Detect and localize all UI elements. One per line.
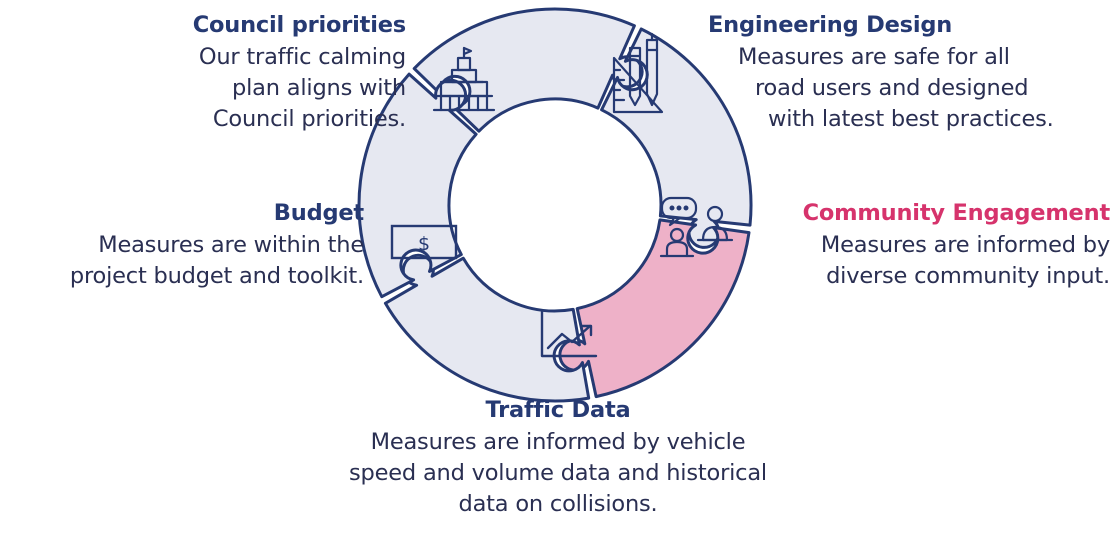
puzzle-piece-traffic (383, 253, 591, 403)
line-chart-icon (540, 310, 598, 358)
engineering-design-line-3: with latest best practices. (768, 106, 1054, 132)
council-priorities-line-2: plan aligns with (232, 75, 406, 101)
community-engagement-title: Community Engagement (802, 200, 1111, 226)
people-talking-icon (659, 196, 734, 258)
community-engagement-line-1: Measures are informed by (820, 232, 1110, 258)
engineering-design-title: Engineering Design (708, 12, 953, 38)
design-tools-icon (612, 32, 664, 114)
traffic-data-line-1: Measures are informed by vehicle (370, 429, 746, 455)
dollar-bill-icon: $ (390, 224, 458, 260)
budget-title: Budget (273, 200, 364, 226)
council-priorities-line-3: Council priorities. (212, 106, 406, 132)
budget-line-2: project budget and toolkit. (69, 263, 364, 289)
engineering-design-line-2: road users and designed (755, 75, 1029, 101)
engineering-design-line-1: Measures are safe for all (738, 44, 1010, 70)
puzzle-piece-community (558, 218, 751, 399)
traffic-data-block: Traffic Data Measures are informed by ve… (308, 395, 808, 520)
council-priorities-line-1: Our traffic calming (198, 44, 406, 70)
dollar-sign: $ (418, 233, 430, 255)
traffic-data-line-2: speed and volume data and historical (349, 460, 767, 486)
city-hall-icon (432, 46, 496, 112)
engineering-design-block: Engineering Design Measures are safe for… (708, 10, 1108, 135)
community-engagement-block: Community Engagement Measures are inform… (748, 198, 1111, 292)
traffic-data-title: Traffic Data (485, 397, 631, 423)
council-priorities-title: Council priorities (192, 12, 407, 38)
budget-line-1: Measures are within the (98, 232, 364, 258)
community-engagement-line-2: diverse community input. (826, 263, 1110, 289)
budget-block: Budget Measures are within the project b… (0, 198, 364, 292)
puzzle-piece-engineering (600, 27, 753, 249)
council-priorities-block: Council priorities Our traffic calming p… (120, 10, 407, 135)
traffic-data-line-3: data on collisions. (458, 491, 658, 517)
